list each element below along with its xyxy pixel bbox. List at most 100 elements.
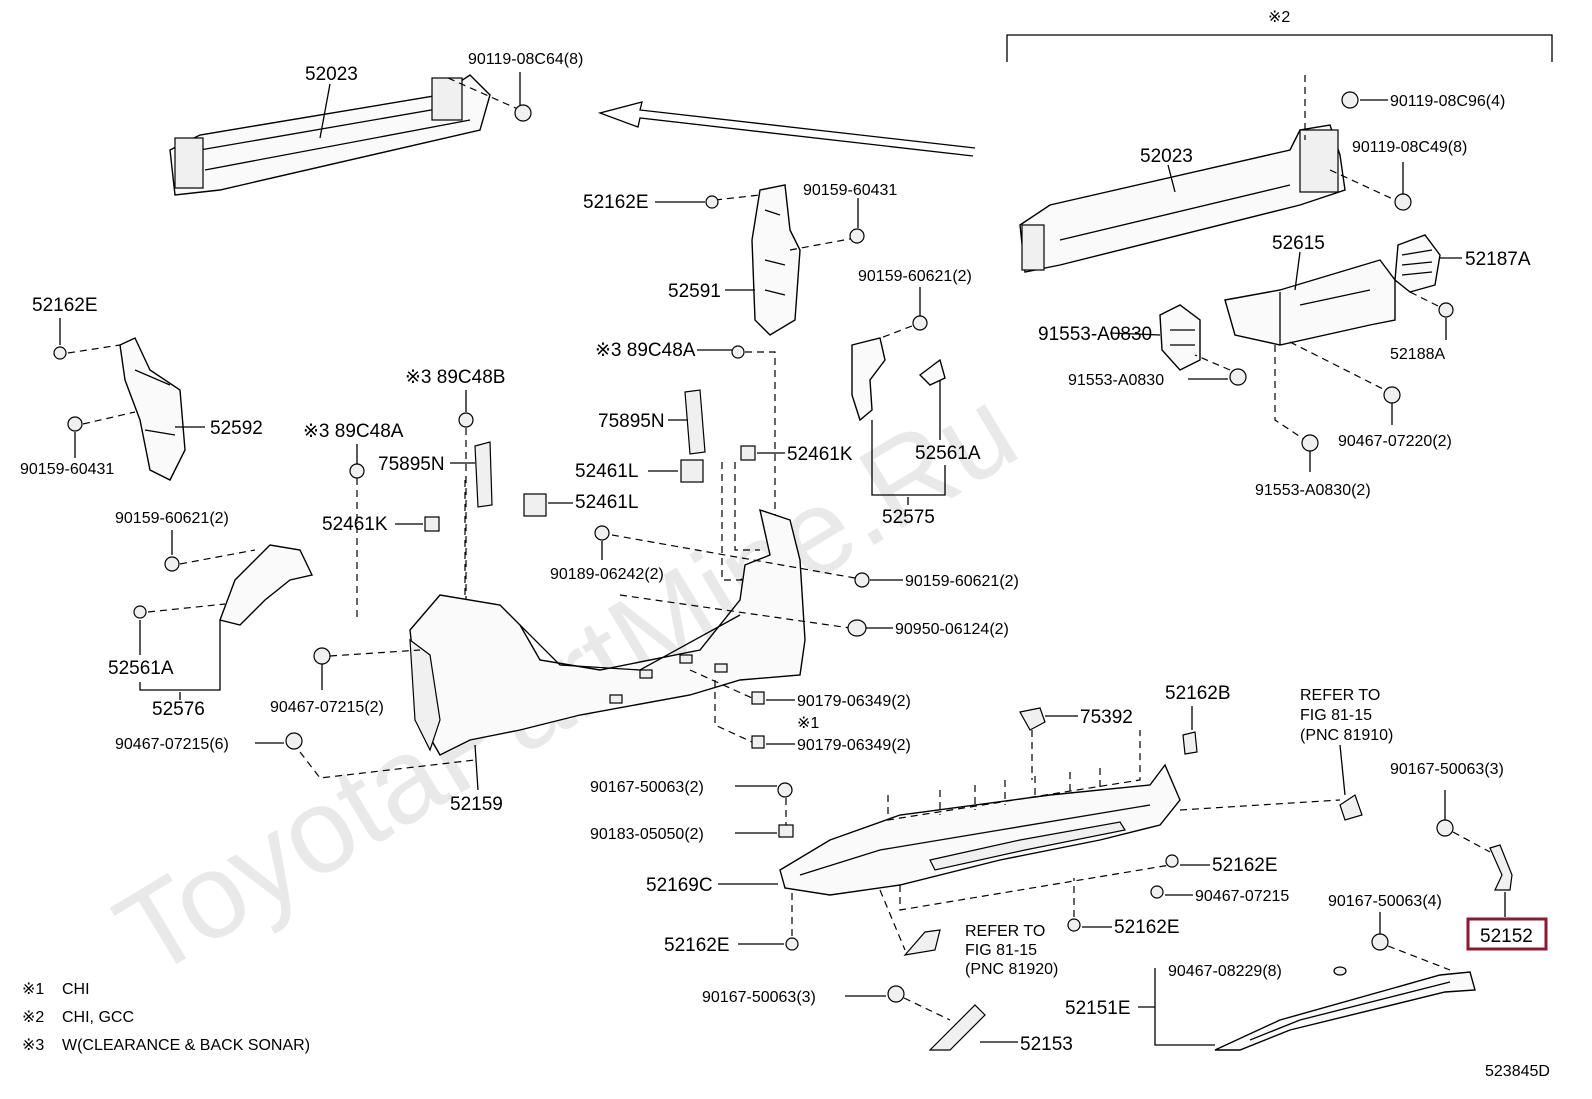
part-label[interactable]: 90183-05050(2) bbox=[590, 826, 704, 843]
part-label[interactable]: 90467-07215 bbox=[1195, 888, 1289, 905]
sonar-holder-icon bbox=[740, 445, 756, 461]
ref-line[interactable]: REFER TO bbox=[965, 923, 1045, 940]
part-label[interactable]: 52576 bbox=[152, 699, 205, 720]
clip-icon bbox=[53, 346, 67, 360]
part-label[interactable]: 90159-60431 bbox=[803, 182, 897, 199]
part-label[interactable]: 52188A bbox=[1390, 346, 1445, 363]
legend-text: W(CLEARANCE & BACK SONAR) bbox=[62, 1037, 310, 1054]
part-label[interactable]: 52461K bbox=[322, 514, 388, 535]
part-label-highlighted[interactable]: 52152 bbox=[1480, 926, 1533, 947]
part-label[interactable]: 90159-60621(2) bbox=[858, 268, 972, 285]
part-label[interactable]: 52162B bbox=[1165, 683, 1231, 704]
part-label[interactable]: 75895N bbox=[378, 454, 445, 475]
clip-icon bbox=[1067, 918, 1081, 932]
sonar-holder-icon bbox=[424, 516, 440, 532]
bolt-icon bbox=[164, 556, 180, 572]
part-label[interactable]: 75392 bbox=[1080, 707, 1133, 728]
part-label[interactable]: 52151E bbox=[1065, 998, 1131, 1019]
part-label[interactable]: 91553-A0830 bbox=[1038, 324, 1152, 345]
part-label[interactable]: 90167-50063(4) bbox=[1328, 893, 1442, 910]
part-label[interactable]: 91553-A0830 bbox=[1068, 372, 1164, 389]
bracket-52187a bbox=[1394, 234, 1441, 293]
part-label[interactable]: 90167-50063(3) bbox=[1390, 761, 1504, 778]
part-label[interactable]: 52561A bbox=[108, 658, 174, 679]
part-label[interactable]: 52187A bbox=[1465, 249, 1531, 270]
screw-icon bbox=[1436, 819, 1454, 837]
sonar-cover-icon bbox=[474, 441, 493, 508]
ref-line[interactable]: (PNC 81910) bbox=[1300, 727, 1393, 744]
part-label[interactable]: 52575 bbox=[882, 507, 935, 528]
part-label[interactable]: 52153 bbox=[1020, 1034, 1073, 1055]
part-label[interactable]: 52591 bbox=[668, 281, 721, 302]
bolt-icon bbox=[313, 647, 331, 665]
part-label[interactable]: 90167-50063(2) bbox=[590, 779, 704, 796]
bolt-icon bbox=[67, 416, 83, 432]
part-label[interactable]: 52023 bbox=[1140, 146, 1193, 167]
part-label[interactable]: 90179-06349(2) bbox=[797, 693, 911, 710]
part-label[interactable]: 52162E bbox=[583, 192, 649, 213]
part-label[interactable]: 91553-A0830(2) bbox=[1255, 482, 1371, 499]
part-label[interactable]: 90467-07220(2) bbox=[1338, 433, 1452, 450]
part-label[interactable]: 52561A bbox=[915, 443, 981, 464]
ref-line[interactable]: REFER TO bbox=[1300, 687, 1380, 704]
part-label[interactable]: 90159-60621(2) bbox=[115, 510, 229, 527]
retainer-icon bbox=[751, 691, 765, 705]
reflector-trim-icon bbox=[1489, 844, 1513, 891]
part-label[interactable]: 52162E bbox=[664, 935, 730, 956]
bracket-52592 bbox=[119, 337, 186, 481]
bracket-52561a bbox=[851, 337, 946, 422]
part-label[interactable]: 90467-07215(2) bbox=[270, 699, 384, 716]
sonar-holder-icon bbox=[523, 493, 547, 517]
part-label[interactable]: 52159 bbox=[450, 794, 503, 815]
ref-line[interactable]: FIG 81-15 bbox=[965, 942, 1037, 959]
screw-icon bbox=[1371, 933, 1389, 951]
lower-bumper-garnish bbox=[779, 763, 1181, 896]
clip-icon bbox=[1019, 707, 1046, 731]
part-label[interactable]: 52615 bbox=[1272, 233, 1325, 254]
lower-garnish-52151e bbox=[1214, 971, 1476, 1051]
clip-icon bbox=[785, 937, 799, 951]
part-label[interactable]: 90119-08C64(8) bbox=[468, 51, 583, 68]
part-label[interactable]: 90467-08229(8) bbox=[1168, 963, 1282, 980]
part-label[interactable]: ※3 89C48A bbox=[595, 340, 696, 361]
part-label[interactable]: 52461L bbox=[575, 492, 638, 513]
part-label[interactable]: ※3 89C48A bbox=[303, 421, 404, 442]
part-label[interactable]: 90159-60621(2) bbox=[905, 573, 1019, 590]
part-label[interactable]: 52461K bbox=[787, 444, 853, 465]
part-label[interactable]: 52162E bbox=[32, 295, 98, 316]
part-label[interactable]: ※3 89C48B bbox=[405, 367, 505, 388]
ref-line[interactable]: (PNC 81920) bbox=[965, 961, 1058, 978]
part-label[interactable]: 90119-08C49(8) bbox=[1352, 139, 1467, 156]
bracket-52576 bbox=[219, 544, 314, 626]
reflector-icon bbox=[903, 929, 941, 956]
part-label[interactable]: 75895N bbox=[598, 411, 665, 432]
clip-icon bbox=[1182, 731, 1198, 755]
sonar-holder-icon bbox=[680, 459, 704, 483]
rear-bumper-reinforcement-right bbox=[1019, 124, 1346, 273]
highlight-box bbox=[1466, 917, 1548, 951]
legend-mark: ※1 bbox=[22, 981, 44, 998]
bolt-icon bbox=[514, 104, 532, 122]
part-label[interactable]: 90159-60431 bbox=[20, 461, 114, 478]
part-label[interactable]: 90467-07215(6) bbox=[115, 736, 229, 753]
part-label[interactable]: 90167-50063(3) bbox=[702, 989, 816, 1006]
reflector-icon bbox=[1339, 794, 1363, 821]
part-label[interactable]: 52461L bbox=[575, 461, 638, 482]
part-label[interactable]: 52162E bbox=[1212, 855, 1278, 876]
bracket-52188a bbox=[1159, 304, 1201, 371]
part-label[interactable]: 52162E bbox=[1114, 917, 1180, 938]
part-label[interactable]: 52169C bbox=[646, 875, 713, 896]
clip-icon bbox=[1333, 966, 1347, 976]
ref-line[interactable]: FIG 81-15 bbox=[1300, 707, 1372, 724]
bolt-icon bbox=[1394, 193, 1412, 211]
part-label[interactable]: 90119-08C96(4) bbox=[1390, 93, 1505, 110]
legend-mark: ※2 bbox=[22, 1009, 44, 1026]
part-label[interactable]: 90950-06124(2) bbox=[895, 621, 1009, 638]
legend-mark: ※3 bbox=[22, 1037, 44, 1054]
note-mark: ※1 bbox=[797, 715, 819, 732]
part-label[interactable]: 90179-06349(2) bbox=[797, 737, 911, 754]
part-label[interactable]: 90189-06242(2) bbox=[550, 566, 664, 583]
part-label[interactable]: 52592 bbox=[210, 418, 263, 439]
note-mark: ※2 bbox=[1268, 9, 1290, 26]
part-label[interactable]: 52023 bbox=[305, 64, 358, 85]
